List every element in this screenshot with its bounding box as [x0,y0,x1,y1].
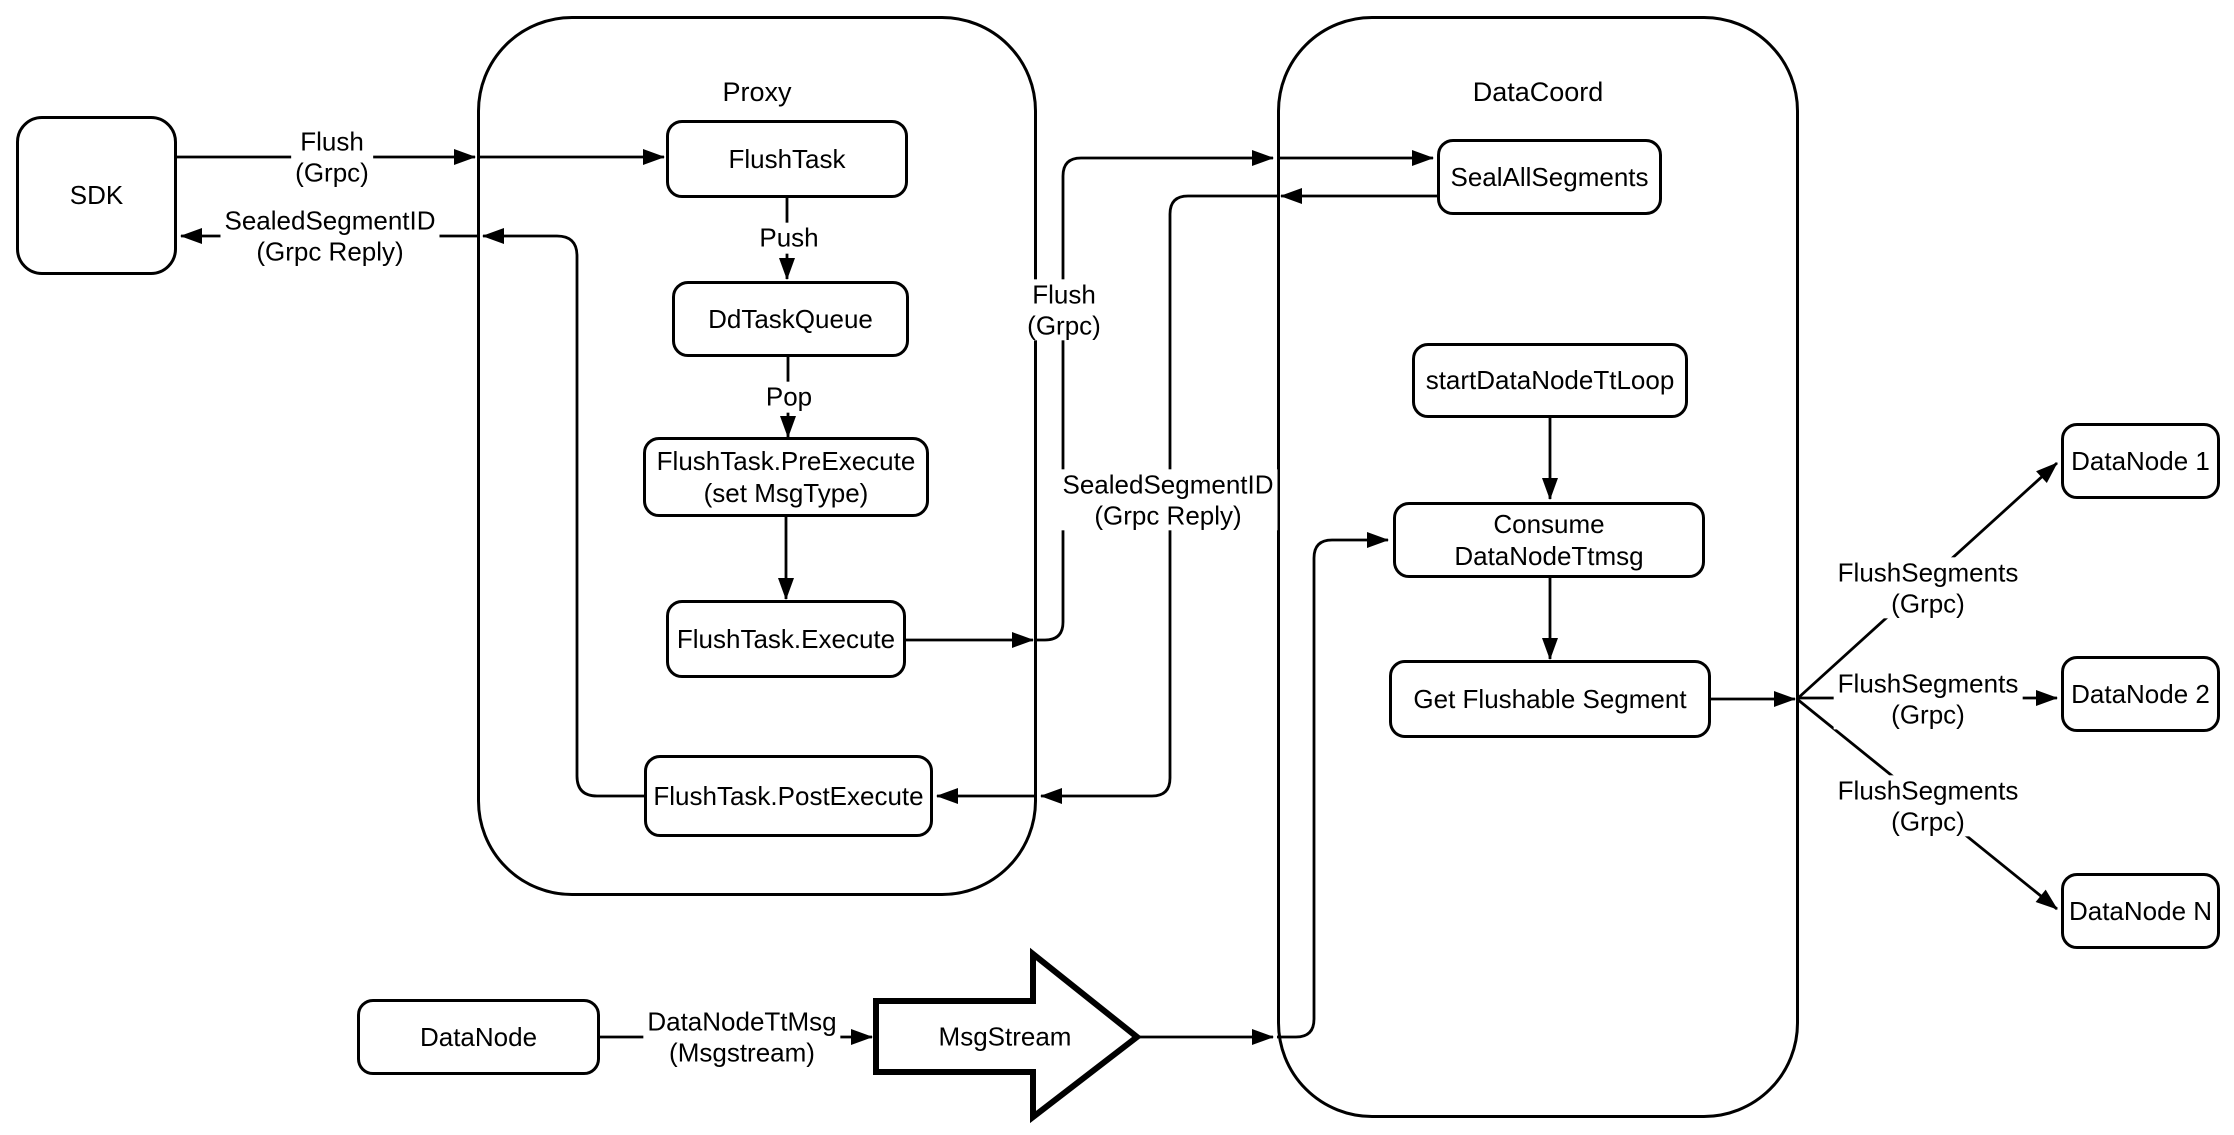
edge-proxyedge-to-datacoordedge-flush [1037,150,1274,642]
label-flushsegments-1: FlushSegments (Grpc) [1833,557,2023,619]
node-datanode-2: DataNode 2 [2061,656,2220,732]
label-sealedsegmentid-mid: SealedSegmentID (Grpc Reply) [1058,469,1278,531]
node-sealallsegments: SealAllSegments [1437,139,1662,215]
label-flushsegments-3: FlushSegments (Grpc) [1833,775,2023,837]
node-datanode: DataNode [357,999,600,1075]
node-get-flushable-segment: Get Flushable Segment [1389,660,1711,738]
label-pop: Pop [761,381,817,413]
label-datanodettmsg: DataNodeTtMsg (Msgstream) [643,1006,841,1068]
node-consume-datanodettmsg: Consume DataNodeTtmsg [1393,502,1705,578]
container-datacoord-title: DataCoord [1472,77,1604,107]
node-ddtaskqueue: DdTaskQueue [672,281,909,357]
label-push: Push [755,222,823,254]
node-postexecute: FlushTask.PostExecute [644,755,933,837]
node-datanode-1: DataNode 1 [2061,423,2220,499]
container-proxy-title: Proxy [722,77,792,107]
label-flush-grpc-sdk: Flush (Grpc) [291,126,373,188]
node-startdatanodettloop: startDataNodeTtLoop [1412,343,1688,418]
edge-postexecute-to-proxyedge-reply [482,228,644,798]
node-execute: FlushTask.Execute [666,600,906,678]
container-datacoord: DataCoord [1277,16,1799,1118]
label-flushsegments-2: FlushSegments (Grpc) [1833,668,2023,730]
node-datanode-n: DataNode N [2061,873,2220,949]
msgstream-label: MsgStream [938,1021,1072,1052]
label-sealedsegmentid-sdk: SealedSegmentID (Grpc Reply) [220,205,440,267]
label-flush-grpc-mid: Flush (Grpc) [1023,279,1105,341]
container-proxy: Proxy [477,16,1037,896]
node-preexecute: FlushTask.PreExecute (set MsgType) [643,437,929,517]
msgstream-block-arrow [873,947,1142,1124]
node-sdk: SDK [16,116,177,275]
node-flushtask: FlushTask [666,120,908,198]
